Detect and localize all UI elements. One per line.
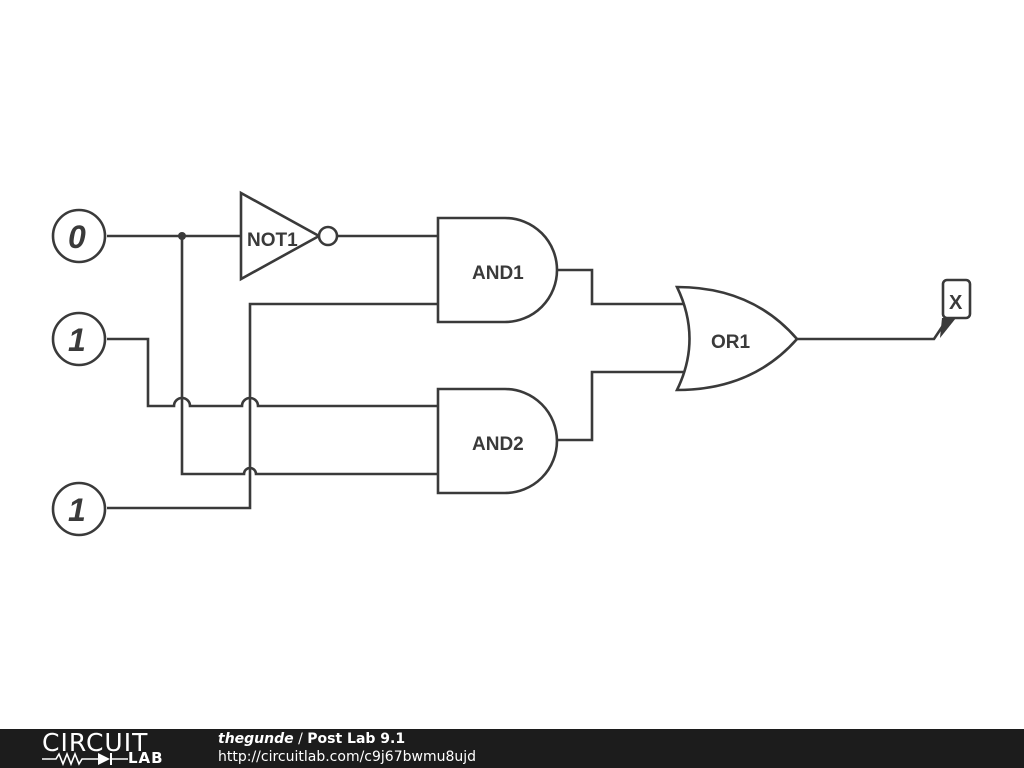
- wire-in0-to-and2: [180, 236, 438, 476]
- input-circle: [51, 481, 107, 537]
- wire-in2-to-and1: [107, 302, 438, 510]
- input-terminal-0[interactable]: 0: [51, 208, 107, 264]
- output-box: [941, 278, 972, 320]
- circuit-title[interactable]: Post Lab 9.1: [307, 731, 406, 747]
- input-circle: [51, 208, 107, 264]
- input-value: 1: [68, 492, 86, 528]
- input-terminal-1[interactable]: 1: [51, 311, 107, 367]
- and-gate-2-label: AND2: [472, 434, 524, 455]
- or-gate-body: [674, 285, 799, 392]
- and-gate-1-body: [436, 216, 559, 324]
- and-gate-1[interactable]: AND1: [436, 216, 559, 324]
- and-gate-1-label: AND1: [472, 263, 524, 284]
- resistor-diode-icon: [42, 752, 128, 766]
- circuit-url[interactable]: http://circuitlab.com/c9j67bwmu8ujd: [218, 749, 477, 765]
- logo-text-circuit: CIRCUIT: [42, 728, 149, 757]
- or-gate[interactable]: OR1: [674, 285, 799, 392]
- not-gate-body: [239, 190, 322, 282]
- and-gate-2[interactable]: AND2: [436, 387, 559, 495]
- input-circle: [51, 311, 107, 367]
- circuit-attribution: thegunde / Post Lab 9.1: [218, 731, 405, 748]
- footer-bar: CIRCUIT LAB thegunde / Post Lab 9.1 http…: [0, 729, 1024, 768]
- input-terminal-2[interactable]: 1: [51, 481, 107, 537]
- output-pointer: [940, 318, 956, 338]
- or-gate-label: OR1: [711, 332, 751, 353]
- not-gate-label: NOT1: [247, 230, 298, 251]
- circuitlab-logo[interactable]: CIRCUIT LAB: [42, 730, 177, 768]
- not-gate-bubble: [317, 225, 339, 247]
- wire-and2-to-or1: [556, 370, 688, 442]
- output-label: X: [949, 292, 963, 314]
- output-terminal[interactable]: X: [940, 278, 972, 338]
- author-name[interactable]: thegunde: [218, 731, 294, 747]
- wire-or1-to-output: [796, 317, 950, 341]
- wire-in1-to-and2: [107, 337, 438, 408]
- input-value: 0: [68, 219, 86, 255]
- not-gate[interactable]: NOT1: [239, 190, 339, 282]
- and-gate-2-body: [436, 387, 559, 495]
- wire-and1-to-or1: [556, 268, 688, 306]
- input-value: 1: [68, 322, 86, 358]
- attribution-separator: /: [293, 731, 308, 747]
- logo-text-lab: LAB: [128, 749, 164, 767]
